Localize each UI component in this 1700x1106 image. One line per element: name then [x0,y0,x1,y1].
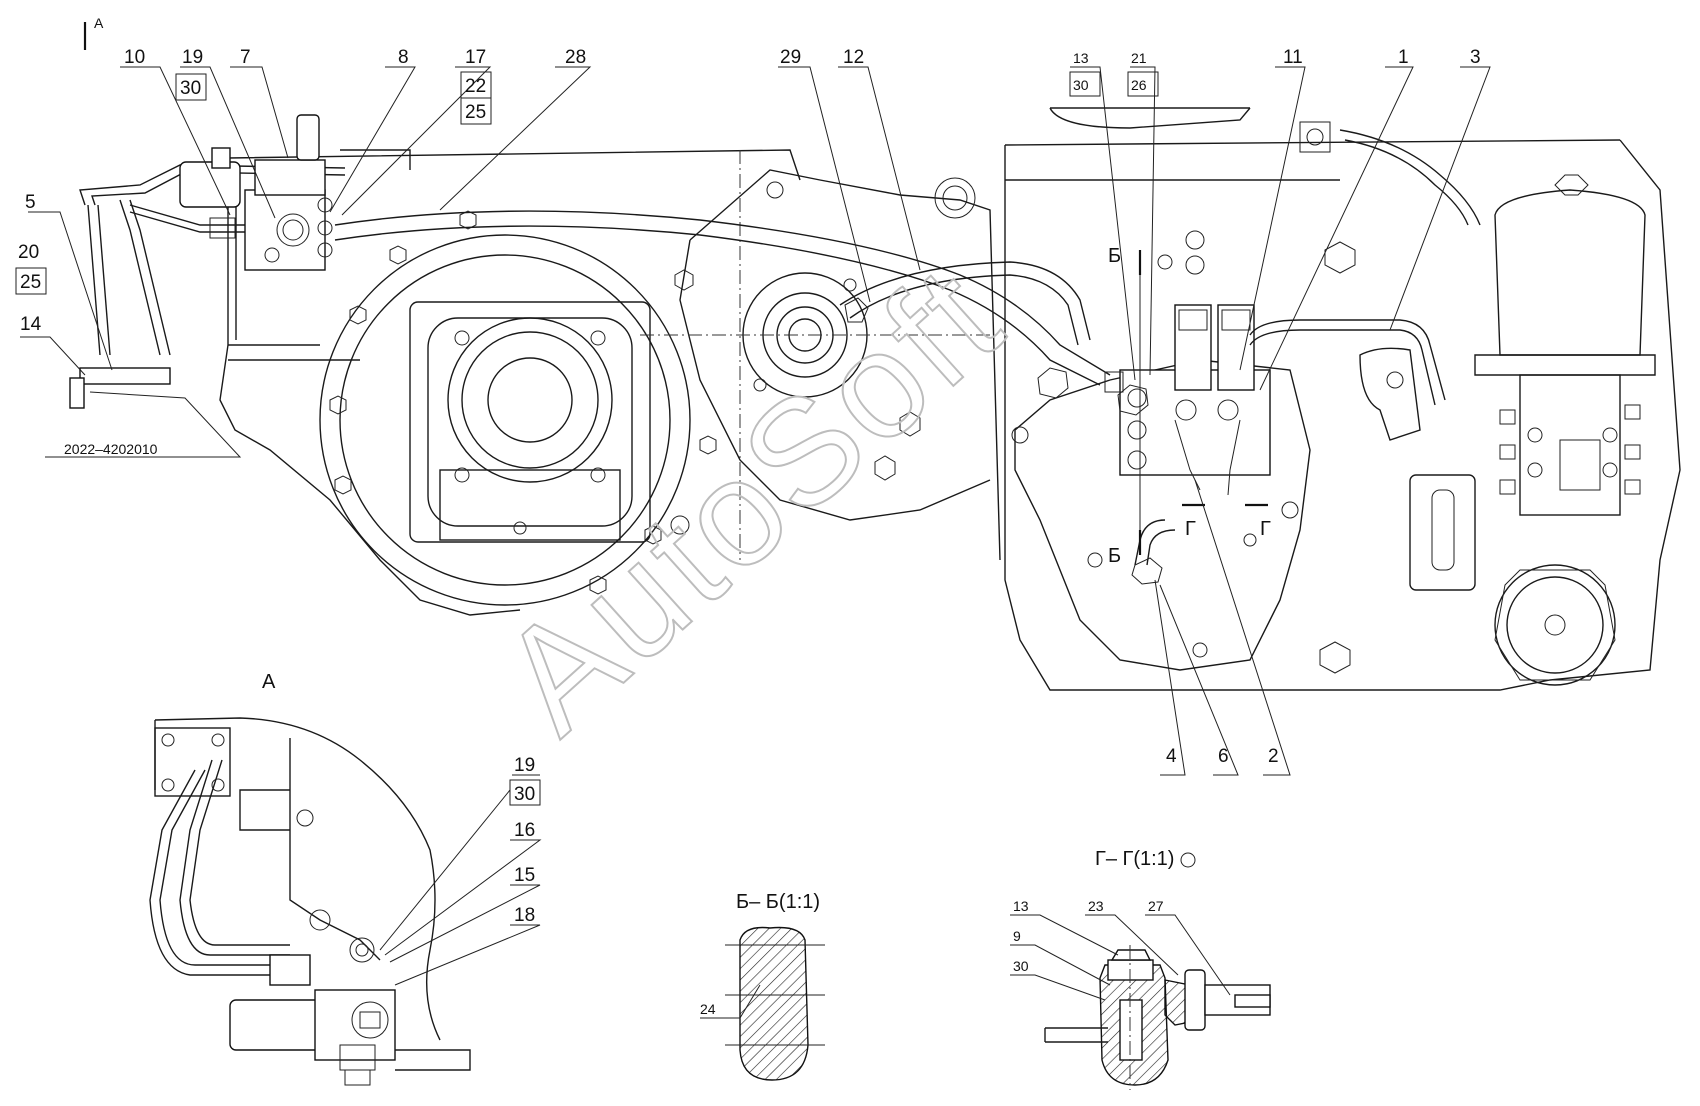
callout-12: 12 [843,47,864,68]
view-a-callout-15: 15 [514,865,535,886]
section-mark-b-upper: Б [1108,245,1121,267]
callout-7: 7 [240,47,251,68]
callout-28: 28 [565,47,586,68]
section-bb-title: Б– Б(1:1) [736,891,820,913]
view-a-callout-19: 19 [514,755,535,776]
part-code: 2022–4202010 [64,441,158,457]
view-a-callout-16: 16 [514,820,535,841]
section-bb-callout-24: 24 [700,1001,716,1017]
section-gg-callout-30: 30 [1013,958,1029,974]
callout-8: 8 [398,47,409,68]
callout-30-right: 30 [1073,77,1089,93]
section-gg: Г– Г(1:1) 13 23 27 9 30 [1010,848,1271,1090]
left-housing [219,149,801,616]
section-marks: Б Б Г Г А [83,15,1271,567]
callout-21: 21 [1131,50,1147,66]
callout-25-left: 25 [20,272,41,293]
section-mark-g-right: Г [1260,518,1271,540]
pipes [79,129,1481,566]
callout-17: 17 [465,47,486,68]
callout-6: 6 [1218,746,1229,767]
view-a: А 19 30 16 15 18 [149,671,542,1086]
callout-29: 29 [780,47,801,68]
callout-10: 10 [124,47,145,68]
view-a-callout-18: 18 [514,905,535,926]
callout-14: 14 [20,314,42,335]
section-gg-title: Г– Г(1:1) [1095,848,1174,870]
callout-19: 19 [182,47,203,68]
right-housing [1004,107,1681,691]
section-mark-b-lower: Б [1108,545,1121,567]
section-gg-callout-27: 27 [1148,898,1164,914]
callout-1: 1 [1398,47,1409,68]
section-gg-callout-23: 23 [1088,898,1104,914]
fittings [69,297,1163,585]
callout-2: 2 [1268,746,1279,767]
callout-3: 3 [1470,47,1481,68]
callout-13: 13 [1073,50,1089,66]
callout-26: 26 [1131,77,1147,93]
section-gg-callout-13: 13 [1013,898,1029,914]
section-bb: Б– Б(1:1) 24 [700,891,825,1081]
callout-30: 30 [180,78,201,99]
callout-11: 11 [1283,47,1303,68]
main-callouts: 10 19 30 7 8 17 22 25 28 5 20 25 14 29 1… [15,47,1491,776]
callout-25: 25 [465,102,486,123]
view-a-callout-30: 30 [514,784,535,805]
section-gg-callout-9: 9 [1013,928,1021,944]
callout-20: 20 [18,242,39,263]
section-mark-g-left: Г [1185,518,1196,540]
callout-5: 5 [25,192,36,213]
upper-left-valve [179,114,333,271]
center-gearbox [640,150,1001,561]
callout-22: 22 [465,76,486,97]
view-arrow-label: А [94,15,104,31]
callout-4: 4 [1166,746,1177,767]
view-a-title: А [262,671,276,693]
